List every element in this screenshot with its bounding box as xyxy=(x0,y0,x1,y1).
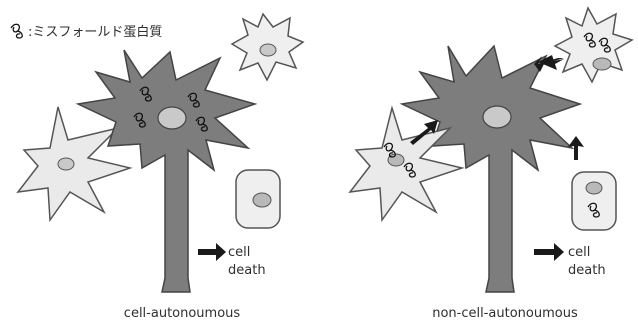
nucleus xyxy=(253,193,271,207)
arrow-icon xyxy=(198,243,226,261)
glial-cell xyxy=(232,14,303,80)
nucleus xyxy=(158,107,186,129)
nucleus xyxy=(58,158,74,170)
misfolded-protein-icon xyxy=(11,24,22,38)
nucleus xyxy=(593,58,611,70)
glial-cell xyxy=(572,172,616,230)
arrow-icon xyxy=(534,243,564,261)
legend-label: :ミスフォールド蛋白質 xyxy=(28,24,162,40)
nucleus xyxy=(260,44,276,56)
legend: :ミスフォールド蛋白質 xyxy=(11,24,162,40)
cell-death-label: cell xyxy=(568,245,590,260)
cell-death-label: death xyxy=(228,263,266,278)
nucleus xyxy=(388,154,404,166)
cell-death-label: cell xyxy=(228,245,250,260)
nucleus xyxy=(586,182,602,194)
glial-cell xyxy=(18,107,130,220)
panel-caption: non-cell-autonoumous xyxy=(432,306,578,321)
glial-cell xyxy=(555,8,632,82)
right-panel: cell death non-cell-autonoumous xyxy=(350,8,632,321)
glial-cell xyxy=(236,170,280,228)
panel-caption: cell-autonoumous xyxy=(124,306,241,321)
nucleus xyxy=(483,106,511,128)
left-panel: cell death cell-autonoumous xyxy=(18,14,303,321)
cell-death-label: death xyxy=(568,263,606,278)
